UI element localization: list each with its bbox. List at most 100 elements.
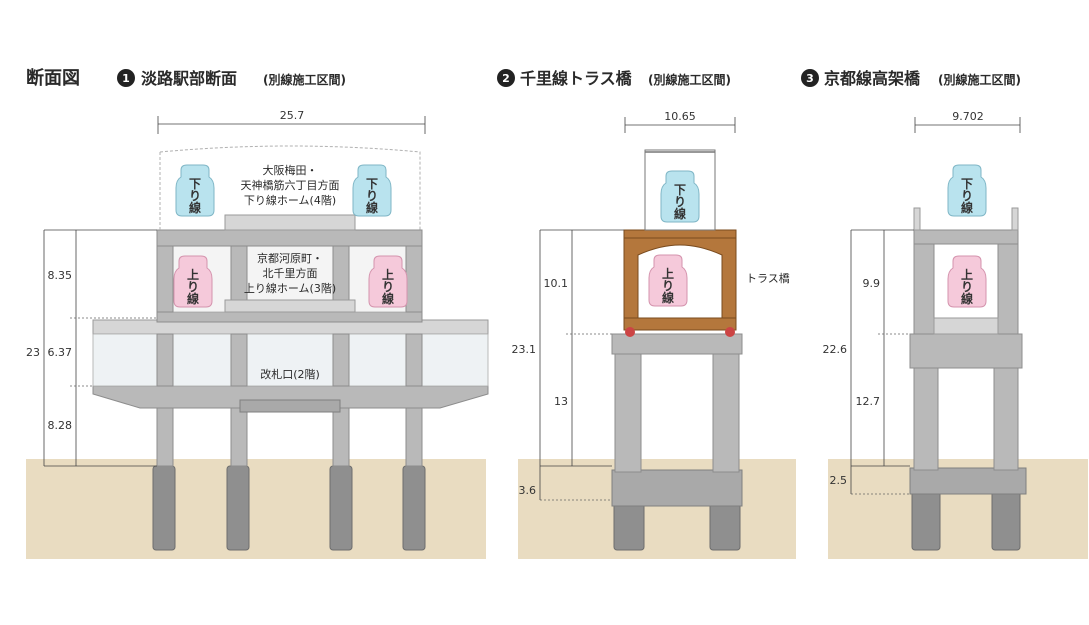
column (993, 365, 1019, 471)
pile (152, 465, 176, 551)
pile (613, 499, 645, 551)
train-up: 上 り 線 (648, 254, 688, 307)
beam (239, 399, 341, 413)
truss-deck (623, 317, 737, 331)
bearing (625, 327, 635, 337)
platform-4 (224, 214, 356, 231)
lower-deck (933, 317, 999, 335)
svg-text:線: 線 (187, 291, 199, 306)
level-3-slab (156, 311, 423, 323)
section-3-number: 3 (806, 72, 814, 85)
section-2-title: 千里線トラス橋 (520, 69, 633, 88)
train-down-label: 下 (189, 177, 201, 191)
truss-label: トラス橋 (746, 271, 790, 285)
section-3-heading: 3 京都線高架橋 (別線施工区間) (801, 69, 1021, 88)
column (156, 245, 174, 313)
svg-text:り: り (674, 195, 686, 209)
up-platform-label-3: 上り線ホーム(3階) (244, 281, 336, 295)
platform-3 (224, 299, 356, 313)
section-2-number: 2 (502, 72, 510, 85)
pile (402, 465, 426, 551)
truss-top-chord (623, 229, 737, 239)
train-down-left: 下 り 線 (175, 164, 215, 217)
up-platform-label-2: 北千里方面 (263, 266, 318, 280)
svg-text:線: 線 (961, 200, 973, 215)
svg-text:線: 線 (382, 291, 394, 306)
svg-text:下: 下 (366, 177, 378, 191)
column (405, 245, 423, 313)
section-2-below-ground: 3.6 (519, 484, 537, 497)
svg-text:下: 下 (674, 183, 686, 197)
pile (991, 489, 1021, 551)
down-platform-label-1: 大阪梅田・ (263, 163, 318, 177)
section-2-total-height: 23.1 (512, 343, 537, 356)
section-3-diagram: 下 り 線 上 り 線 9.702 22.6 9.9 12.7 2.5 (823, 110, 1088, 559)
footing (909, 467, 1027, 495)
cap-beam (611, 333, 743, 355)
train-down: 下 り 線 (947, 164, 987, 217)
section-3-title: 京都線高架橋 (824, 69, 921, 88)
pile (911, 489, 941, 551)
column (614, 351, 642, 473)
section-2-subtitle: (別線施工区間) (648, 72, 731, 87)
bearing (725, 327, 735, 337)
svg-text:上: 上 (662, 266, 674, 281)
pile (709, 499, 741, 551)
section-2-badge (497, 69, 515, 87)
section-1-badge (117, 69, 135, 87)
column (156, 333, 174, 387)
section-3-below-ground: 2.5 (830, 474, 848, 487)
svg-text:線: 線 (366, 200, 378, 215)
train-down: 下 り 線 (660, 170, 700, 223)
svg-text:上: 上 (382, 267, 394, 282)
section-1-subtitle: (別線施工区間) (263, 72, 346, 87)
height-seg-1: 9.9 (863, 277, 881, 290)
column (230, 333, 248, 387)
catenary-frame (644, 149, 716, 231)
svg-text:線: 線 (189, 200, 201, 215)
column (913, 365, 939, 471)
down-platform-label-3: 下り線ホーム(4階) (244, 193, 336, 207)
height-seg-2: 6.37 (48, 346, 73, 359)
level-4-slab (156, 229, 423, 247)
svg-text:下: 下 (961, 177, 973, 191)
height-seg-3: 8.28 (48, 419, 73, 432)
section-3-total-height: 22.6 (823, 343, 848, 356)
section-1-title: 淡路駅部断面 (141, 69, 237, 88)
column (405, 333, 423, 387)
train-up-left: 上 り 線 (173, 255, 213, 308)
svg-text:上: 上 (187, 267, 199, 282)
down-platform-label-2: 天神橋筋六丁目方面 (241, 178, 340, 192)
svg-text:り: り (662, 279, 674, 293)
section-1-width-dim: 25.7 (280, 109, 305, 122)
section-3-width-dim: 9.702 (952, 110, 984, 123)
svg-text:線: 線 (662, 290, 674, 305)
svg-text:り: り (189, 189, 201, 203)
height-seg-1: 10.1 (544, 277, 569, 290)
train-down-right: 下 り 線 (352, 164, 392, 217)
top-slab (913, 229, 1019, 245)
mid-beam (909, 333, 1023, 369)
roof-outline (159, 145, 421, 230)
column (913, 243, 935, 335)
section-3-subtitle: (別線施工区間) (938, 72, 1021, 87)
pile (329, 465, 353, 551)
svg-text:り: り (961, 189, 973, 203)
svg-text:り: り (382, 280, 394, 294)
train-up-right: 上 り 線 (368, 255, 408, 308)
svg-text:り: り (366, 189, 378, 203)
svg-text:線: 線 (961, 291, 973, 306)
svg-text:上: 上 (961, 267, 973, 282)
section-1-diagram: 下 り 線 下 り 線 上 り 線 上 り 線 大阪梅田・ 天神橋筋六丁目方面 … (26, 109, 489, 559)
svg-text:り: り (187, 280, 199, 294)
main-title: 断面図 (26, 67, 80, 89)
height-seg-1: 8.35 (48, 269, 73, 282)
column (997, 243, 1019, 335)
height-seg-2: 13 (554, 395, 568, 408)
svg-text:線: 線 (674, 206, 686, 221)
pile (226, 465, 250, 551)
section-2-diagram: 下 り 線 上 り 線 トラス橋 10.65 23.1 10.1 13 3.6 (512, 110, 796, 559)
train-up: 上 り 線 (947, 255, 987, 308)
svg-text:り: り (961, 280, 973, 294)
